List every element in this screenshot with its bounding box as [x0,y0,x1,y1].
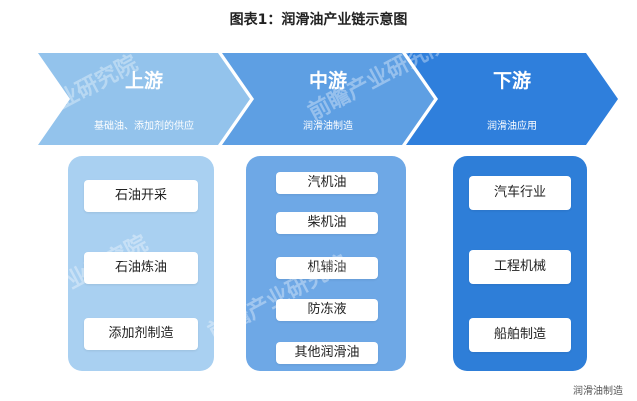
stage-midstream-chevron: 中游 润滑油制造 [222,53,434,145]
midstream-subheading: 润滑油制造 [303,121,353,132]
upstream-item: 石油炼油 [84,252,198,284]
downstream-panel: 汽车行业 工程机械 船舶制造 [453,156,587,371]
midstream-item: 汽机油 [276,172,378,194]
upstream-heading: 上游 [124,70,163,92]
stage-downstream-chevron: 下游 润滑油应用 [406,53,618,145]
midstream-item: 柴机油 [276,212,378,234]
downstream-subheading: 润滑油应用 [487,121,537,132]
downstream-chevron-shape [406,53,618,145]
upstream-item: 添加剂制造 [84,318,198,350]
upstream-panel: 石油开采 石油炼油 添加剂制造 [68,156,214,371]
midstream-heading: 中游 [308,70,347,92]
upstream-item: 石油开采 [84,180,198,212]
midstream-item: 机辅油 [276,257,378,279]
downstream-heading: 下游 [492,70,531,92]
midstream-item: 防冻液 [276,299,378,321]
downstream-item: 工程机械 [469,250,571,284]
midstream-item: 其他润滑油 [276,342,378,364]
downstream-item: 汽车行业 [469,176,571,210]
footer-text: 润滑油制造 [573,386,623,397]
stage-upstream-chevron: 上游 基础油、添加剂的供应 [38,53,250,145]
upstream-chevron-shape [38,53,250,145]
midstream-panel: 汽机油 柴机油 机辅油 防冻液 其他润滑油 [246,156,406,371]
upstream-subheading: 基础油、添加剂的供应 [94,121,194,132]
midstream-chevron-shape [222,53,434,145]
downstream-item: 船舶制造 [469,318,571,352]
diagram-title: 图表1：润滑油产业链示意图 [229,12,408,28]
